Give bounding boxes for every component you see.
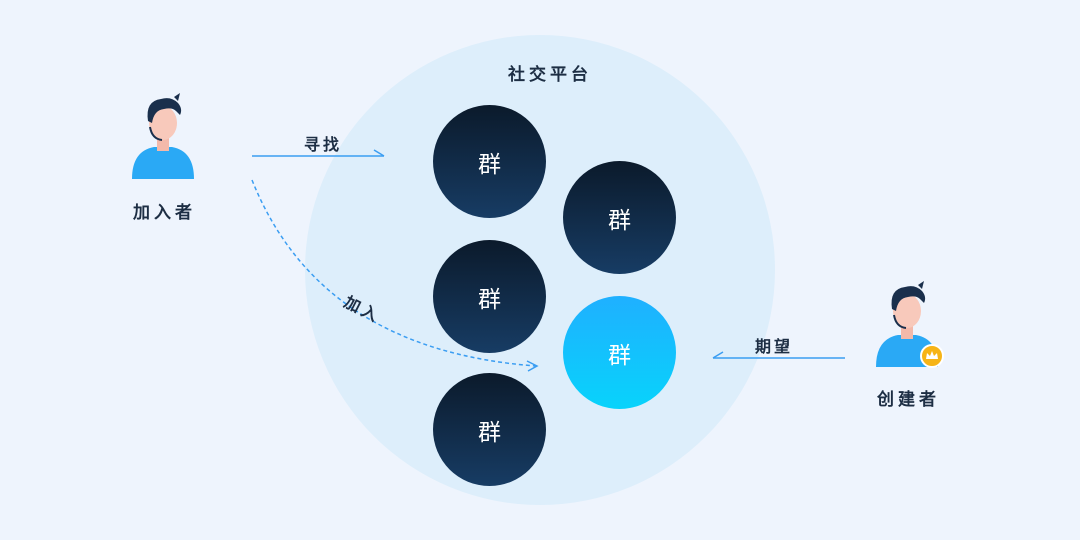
group-circle: 群 (563, 161, 676, 274)
highlighted-group-circle: 群 (563, 296, 676, 409)
group-circle: 群 (433, 240, 546, 353)
group-circle: 群 (433, 105, 546, 218)
search-arrow (252, 149, 385, 157)
crown-icon (920, 344, 944, 368)
creator-label: 创建者 (877, 390, 940, 410)
join-arrow (251, 179, 539, 372)
expect-arrow-label: 期望 (755, 337, 794, 356)
search-arrow-label: 寻找 (304, 135, 343, 154)
expect-arrow (712, 351, 845, 359)
platform-title: 社交平台 (508, 65, 592, 85)
joiner-label: 加入者 (133, 203, 196, 223)
person-icon (132, 93, 194, 179)
group-circle: 群 (433, 373, 546, 486)
